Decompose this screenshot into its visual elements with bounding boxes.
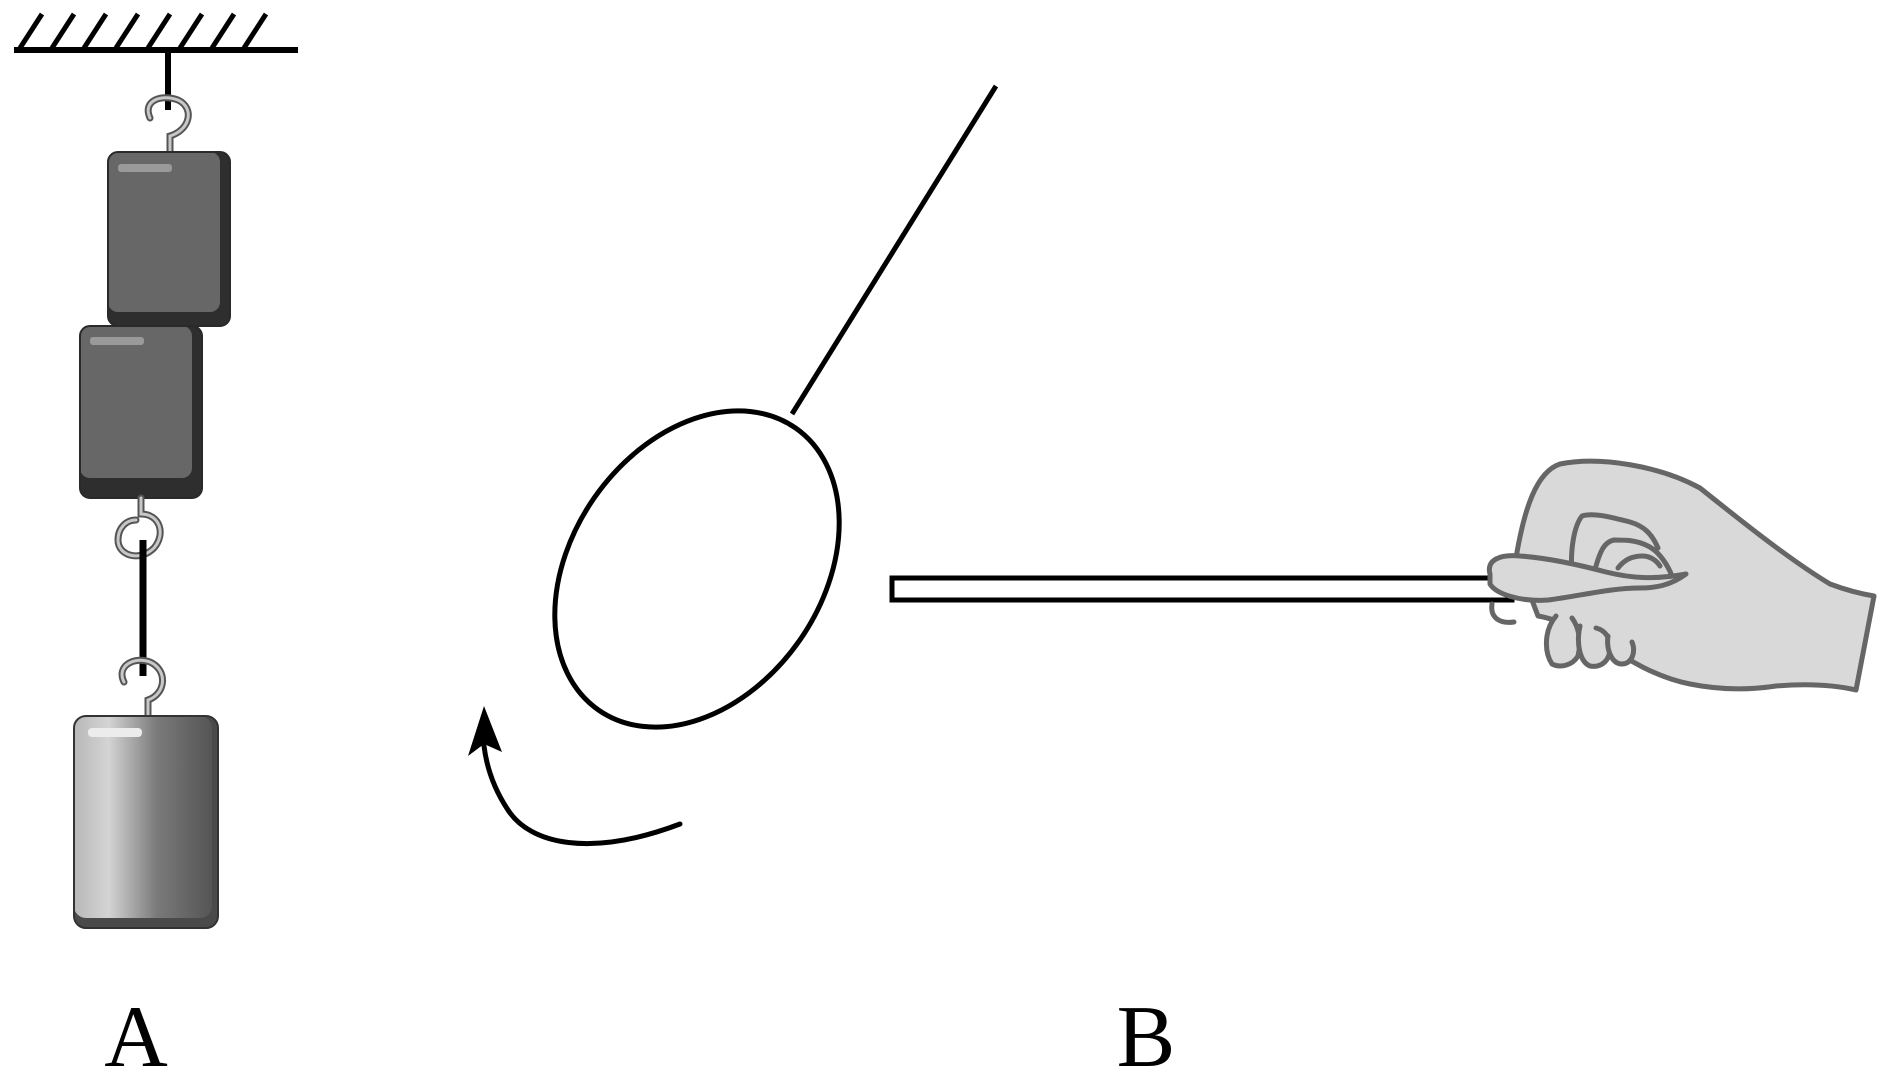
rotation-arrow-icon — [468, 706, 683, 847]
hook-icon — [144, 94, 192, 158]
weight-3-icon — [73, 715, 219, 929]
loop-icon — [552, 408, 842, 730]
panel-a: A — [14, 12, 298, 1076]
panel-a-label: A — [104, 989, 168, 1076]
hook-icon — [114, 494, 164, 560]
weight-1-icon — [107, 151, 231, 327]
panel-b-label: B — [1117, 989, 1176, 1076]
hook-icon — [118, 656, 166, 722]
weight-2-icon — [79, 325, 203, 499]
rod-icon — [889, 575, 1515, 603]
ceiling-support-icon — [14, 12, 298, 53]
thread — [789, 84, 999, 416]
panel-b: B — [468, 84, 1877, 1076]
hand-icon — [1486, 458, 1877, 693]
